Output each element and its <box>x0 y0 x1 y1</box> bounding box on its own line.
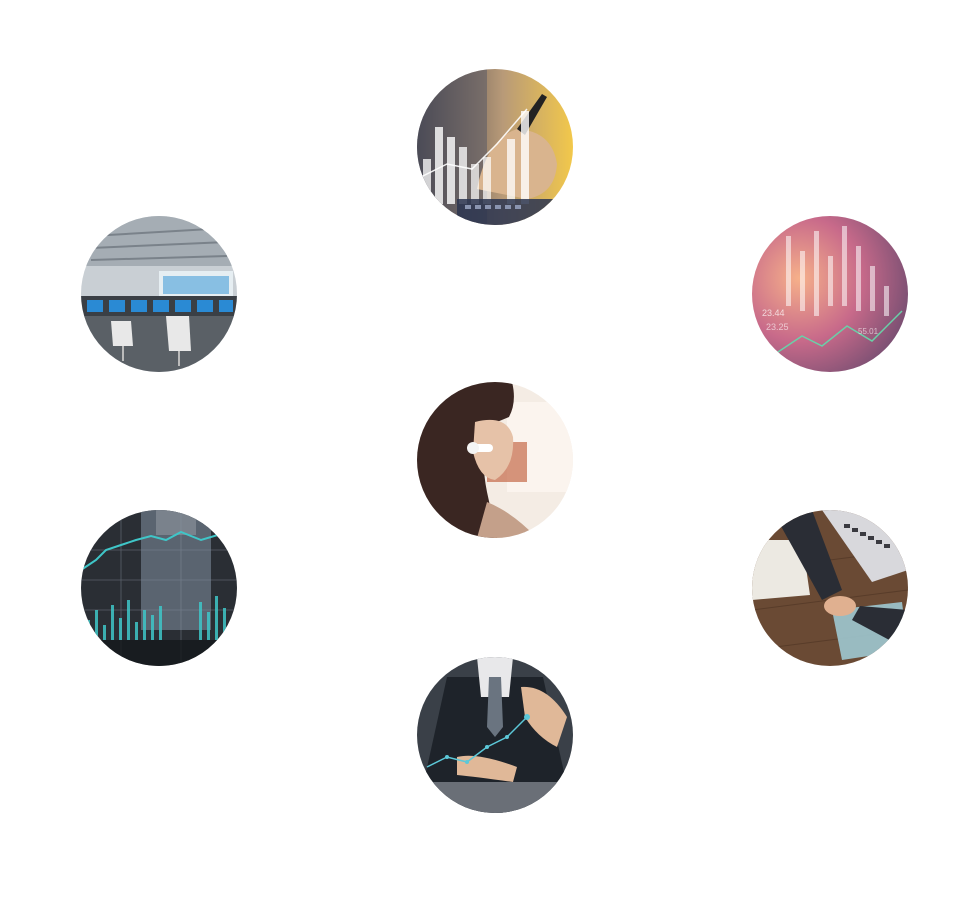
circle-upper-left[interactable] <box>81 216 237 372</box>
circle-lower-right[interactable] <box>752 510 908 666</box>
market-data-overlay-image <box>81 510 237 666</box>
businessman-data-image <box>417 657 573 813</box>
circle-center[interactable] <box>417 382 573 538</box>
circle-lower-left[interactable] <box>81 510 237 666</box>
business-handshake-image <box>752 510 908 666</box>
circle-top[interactable] <box>417 69 573 225</box>
svg-text:23.25: 23.25 <box>766 322 789 332</box>
control-room-image <box>81 216 237 372</box>
financial-growth-chart-image <box>417 69 573 225</box>
circle-upper-right[interactable]: 23.44 23.25 55.01 <box>752 216 908 372</box>
circle-bottom[interactable] <box>417 657 573 813</box>
svg-text:23.44: 23.44 <box>762 308 785 318</box>
stock-ticker-image: 23.44 23.25 55.01 <box>752 216 908 372</box>
svg-text:55.01: 55.01 <box>858 327 879 336</box>
customer-service-agent-image <box>417 382 573 538</box>
